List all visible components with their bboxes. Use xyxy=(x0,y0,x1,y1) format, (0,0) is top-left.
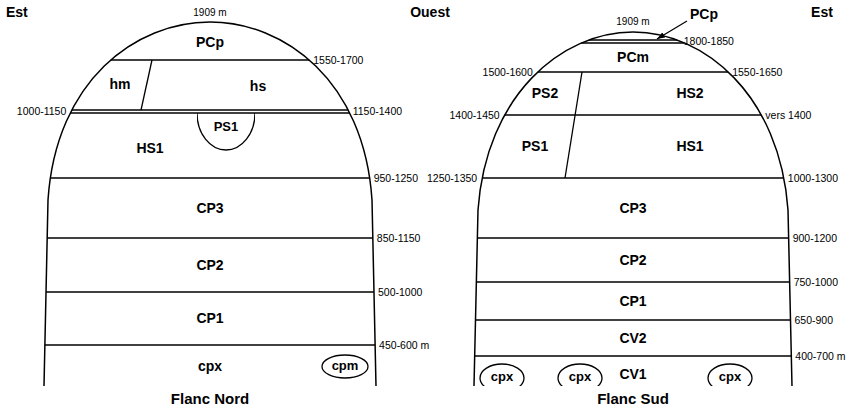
zone-outline xyxy=(322,355,368,378)
summit-altitude: 1909 m xyxy=(616,16,649,28)
zone-oval: cpx xyxy=(707,362,753,386)
zone-boundary xyxy=(47,237,373,238)
zone-label: hs xyxy=(250,78,266,94)
zone-label: CP3 xyxy=(619,200,646,216)
zone-label: CP1 xyxy=(619,293,646,309)
altitude-range: 450-600 m xyxy=(379,339,429,351)
zone-label: PS2 xyxy=(532,85,558,101)
altitude-range: 650-900 xyxy=(795,314,834,326)
zone-boundary xyxy=(475,355,792,356)
zone-label: cpx xyxy=(491,370,513,385)
zone-boundary xyxy=(476,319,791,320)
altitude-range: 1400-1450 xyxy=(449,109,499,121)
zone-label: cpx xyxy=(569,370,591,385)
zone-label: PCp xyxy=(196,34,224,50)
zone-label: CV1 xyxy=(619,366,646,382)
zone-boundary xyxy=(581,42,684,43)
zone-label: CV2 xyxy=(619,330,646,346)
zone-label: CP1 xyxy=(196,310,223,326)
zone-label: cpx xyxy=(198,358,222,374)
altitude-range: 900-1200 xyxy=(793,232,837,244)
zone-boundary xyxy=(477,237,788,238)
leader-line xyxy=(657,21,687,39)
zone-outline xyxy=(708,364,752,386)
zone-label: PS1 xyxy=(522,138,548,154)
zone-boundary xyxy=(50,177,369,178)
altitude-range: 400-700 m xyxy=(795,350,845,362)
zone-boundary xyxy=(505,114,762,115)
zone-label: PCp xyxy=(690,6,718,22)
altitude-range: 1000-1300 xyxy=(788,172,838,184)
altitude-range: 500-1000 xyxy=(378,286,422,298)
altitude-range: 1800-1850 xyxy=(684,35,734,47)
zone-oval: cpm xyxy=(321,354,369,379)
zone-label: CP2 xyxy=(196,257,223,273)
altitude-range: 1500-1600 xyxy=(483,66,533,78)
flank-title: Flanc Nord xyxy=(171,390,249,407)
mountain-outline xyxy=(474,32,792,386)
zone-label: HS2 xyxy=(676,85,703,101)
zone-boundary xyxy=(482,177,784,178)
zone-label: CP2 xyxy=(619,252,646,268)
zone-label: CP3 xyxy=(196,200,223,216)
altitude-range: 1550-1700 xyxy=(313,54,363,66)
altitude-range: 1250-1350 xyxy=(427,172,477,184)
zone-label: hm xyxy=(110,76,131,92)
zone-label: Est xyxy=(6,4,28,20)
zone-label: HS1 xyxy=(136,140,163,156)
altitude-range: 850-1150 xyxy=(377,232,421,244)
zone-label: PCm xyxy=(617,49,649,65)
summit-altitude: 1909 m xyxy=(193,7,226,19)
zone-label: cpx xyxy=(719,370,741,385)
zone-divider xyxy=(565,72,582,178)
zone-boundary xyxy=(72,109,348,110)
zone-boundary xyxy=(45,344,375,345)
zone-label: PS1 xyxy=(214,120,239,135)
altitude-range: vers 1400 xyxy=(765,109,811,121)
zone-label: HS1 xyxy=(676,138,703,154)
zone-label: cpm xyxy=(332,359,359,374)
zone-divider xyxy=(141,60,152,110)
zone-boundary xyxy=(70,112,349,113)
zone-patch: PS1 xyxy=(197,113,255,151)
zone-outline xyxy=(480,364,524,386)
altitude-range: 750-1000 xyxy=(794,276,838,288)
flank-title: Flanc Sud xyxy=(597,390,669,407)
zone-label: Est xyxy=(811,4,833,20)
zone-boundary xyxy=(476,281,789,282)
zone-outline xyxy=(558,364,602,386)
zone-outline xyxy=(197,113,255,150)
altitude-range: 1150-1400 xyxy=(353,105,402,117)
zone-oval: cpx xyxy=(479,362,525,386)
zone-oval: cpx xyxy=(557,362,603,386)
zone-boundary xyxy=(589,39,677,40)
zone-label: Ouest xyxy=(410,4,450,20)
zone-boundary xyxy=(538,71,728,72)
altitude-range: 1000-1150 xyxy=(17,105,66,117)
altitude-range: 1550-1650 xyxy=(732,66,782,78)
zone-boundary xyxy=(111,59,310,60)
altitude-range: 950-1250 xyxy=(374,172,418,184)
mountain-outline xyxy=(44,22,376,386)
zone-boundary xyxy=(46,291,374,292)
